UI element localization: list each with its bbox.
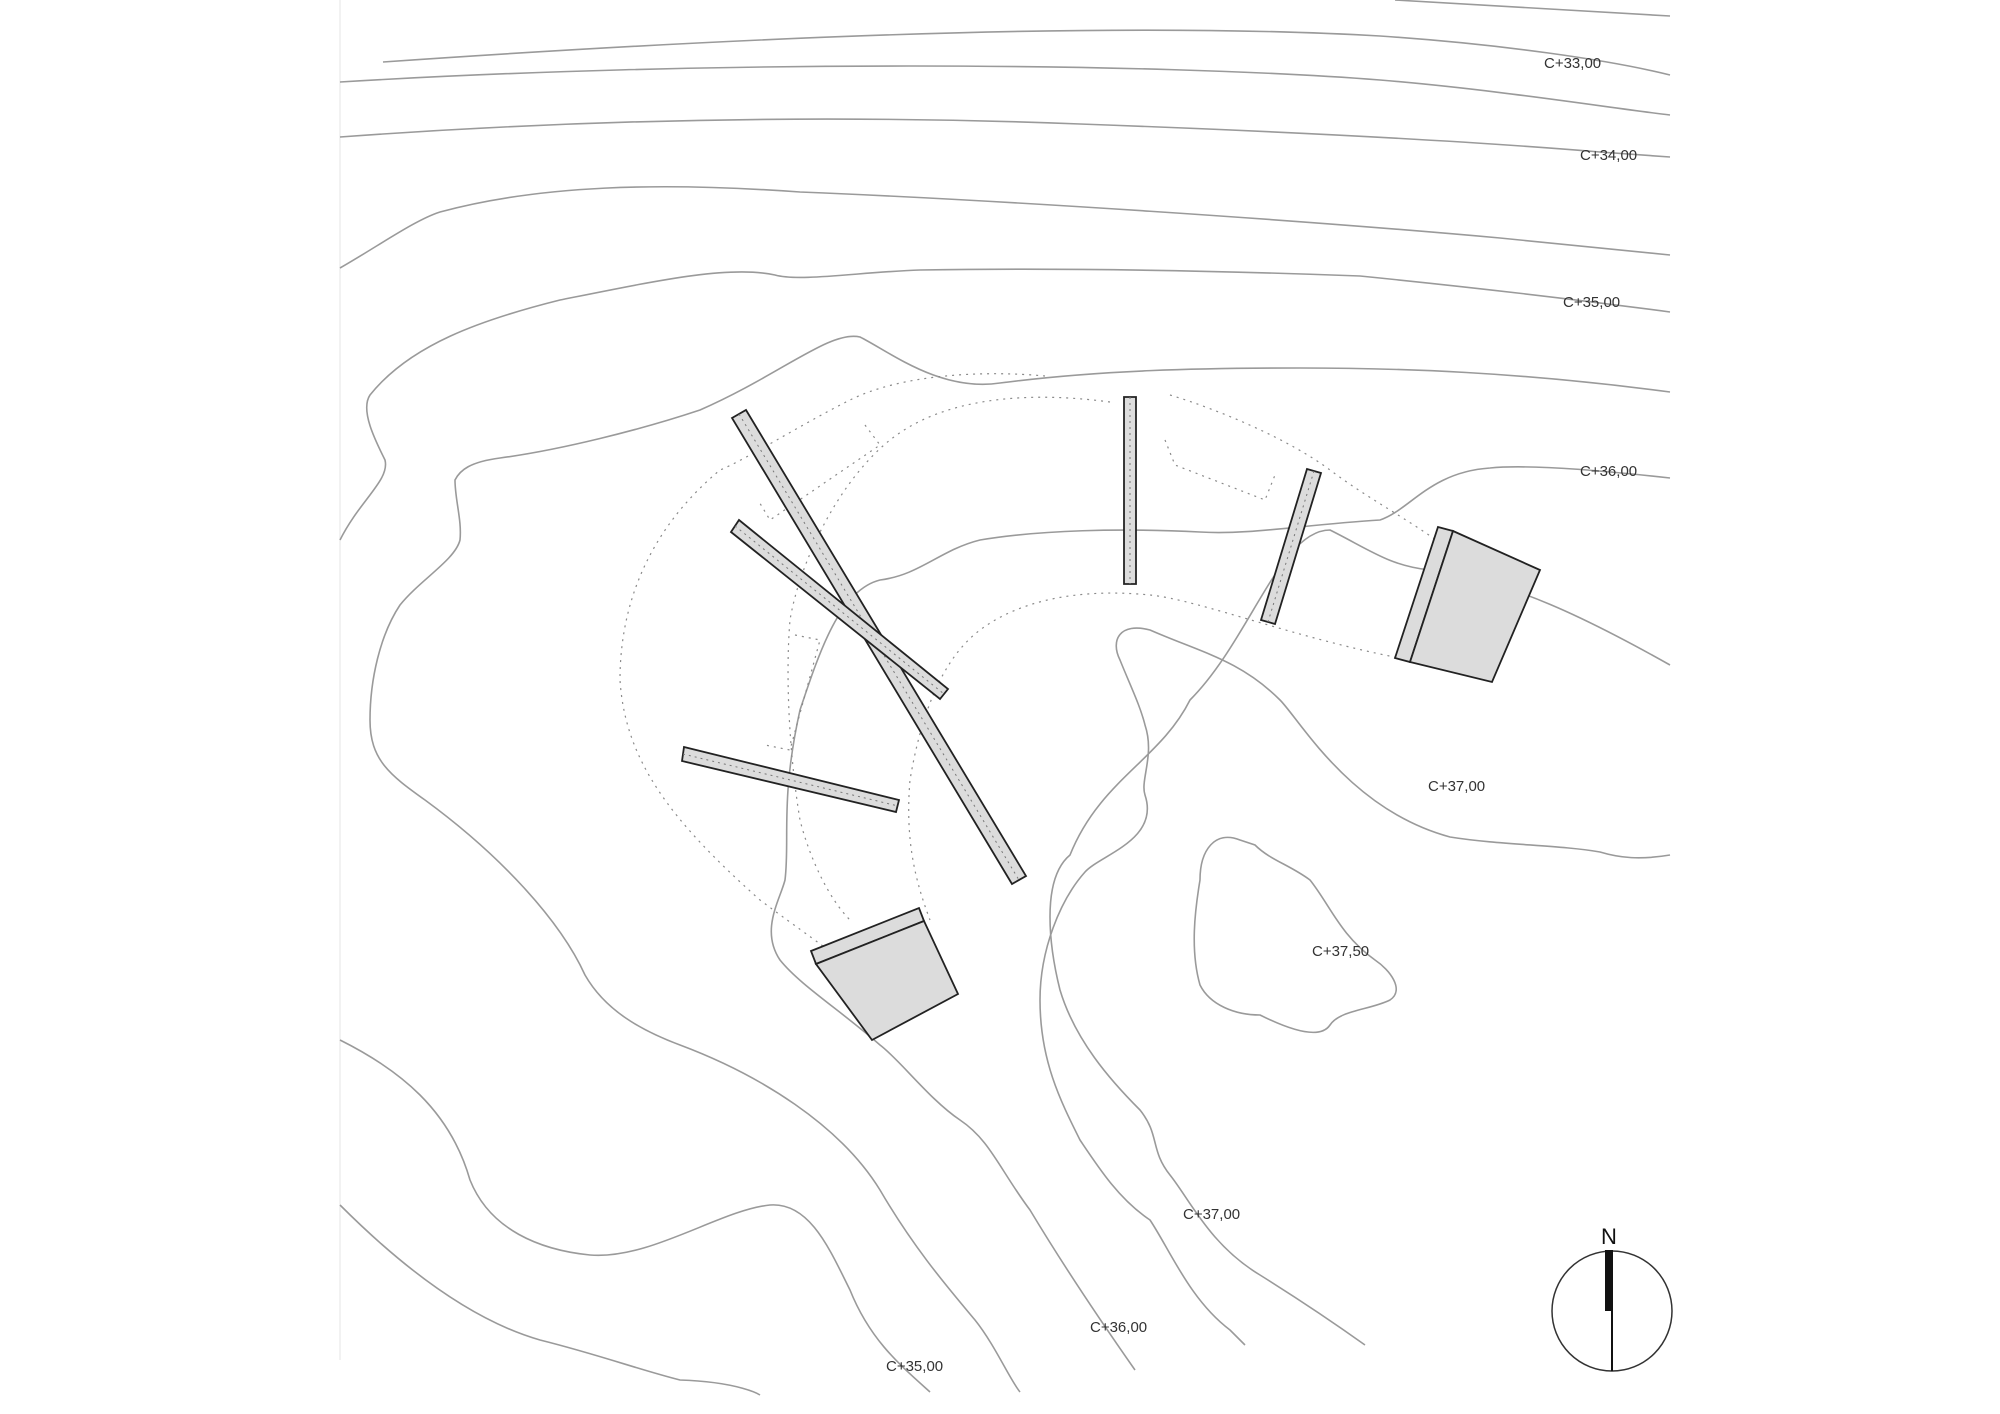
contour-line xyxy=(339,1204,761,1396)
footprint-outer xyxy=(619,373,1046,961)
footprint-inner-arc xyxy=(787,396,1111,921)
contour-label: C+37,00 xyxy=(1428,778,1485,795)
contour-line xyxy=(382,29,1671,76)
contour-line xyxy=(770,466,1671,1371)
footprint-bay xyxy=(764,634,821,751)
north-arrow-needle xyxy=(1605,1250,1612,1311)
contour-line xyxy=(1039,627,1671,1346)
contour-line xyxy=(339,1039,931,1393)
radial-walls xyxy=(680,396,1323,886)
wall-2 xyxy=(1123,396,1137,585)
contour-line xyxy=(339,185,1671,269)
contour-line xyxy=(1394,0,1671,17)
contour-lines xyxy=(339,0,1671,1396)
contour-label: C+34,00 xyxy=(1580,147,1637,164)
wall-5 xyxy=(680,745,901,814)
contour-line xyxy=(369,335,1671,1393)
footprint-bay xyxy=(1164,439,1276,501)
contour-label: C+35,00 xyxy=(886,1358,943,1375)
contour-label: C+33,00 xyxy=(1544,55,1601,72)
contour-label: C+36,00 xyxy=(1580,463,1637,480)
contour-line xyxy=(339,268,1671,541)
building-footprint xyxy=(619,373,1451,961)
wall-3 xyxy=(1259,467,1323,626)
north-letter: N xyxy=(1601,1224,1617,1249)
contour-labels: C+33,00 C+34,00 C+35,00 C+36,00 C+37,00 … xyxy=(886,55,1637,1375)
wall-4 xyxy=(729,518,950,701)
footprint-courtyard-edge xyxy=(908,592,1411,921)
contour-label: C+36,00 xyxy=(1090,1319,1147,1336)
contour-label: C+35,00 xyxy=(1563,294,1620,311)
pavilion-southwest xyxy=(809,906,960,1042)
contour-line xyxy=(339,118,1671,158)
contour-line xyxy=(339,65,1671,116)
contour-line xyxy=(1049,529,1671,1346)
north-arrow: N xyxy=(1551,1224,1673,1372)
pavilion-east xyxy=(1393,525,1542,684)
footprint-bay xyxy=(757,424,881,521)
contour-line xyxy=(1193,836,1397,1034)
contour-label: C+37,00 xyxy=(1183,1206,1240,1223)
contour-label: C+37,50 xyxy=(1312,943,1369,960)
pavilions xyxy=(809,525,1542,1042)
